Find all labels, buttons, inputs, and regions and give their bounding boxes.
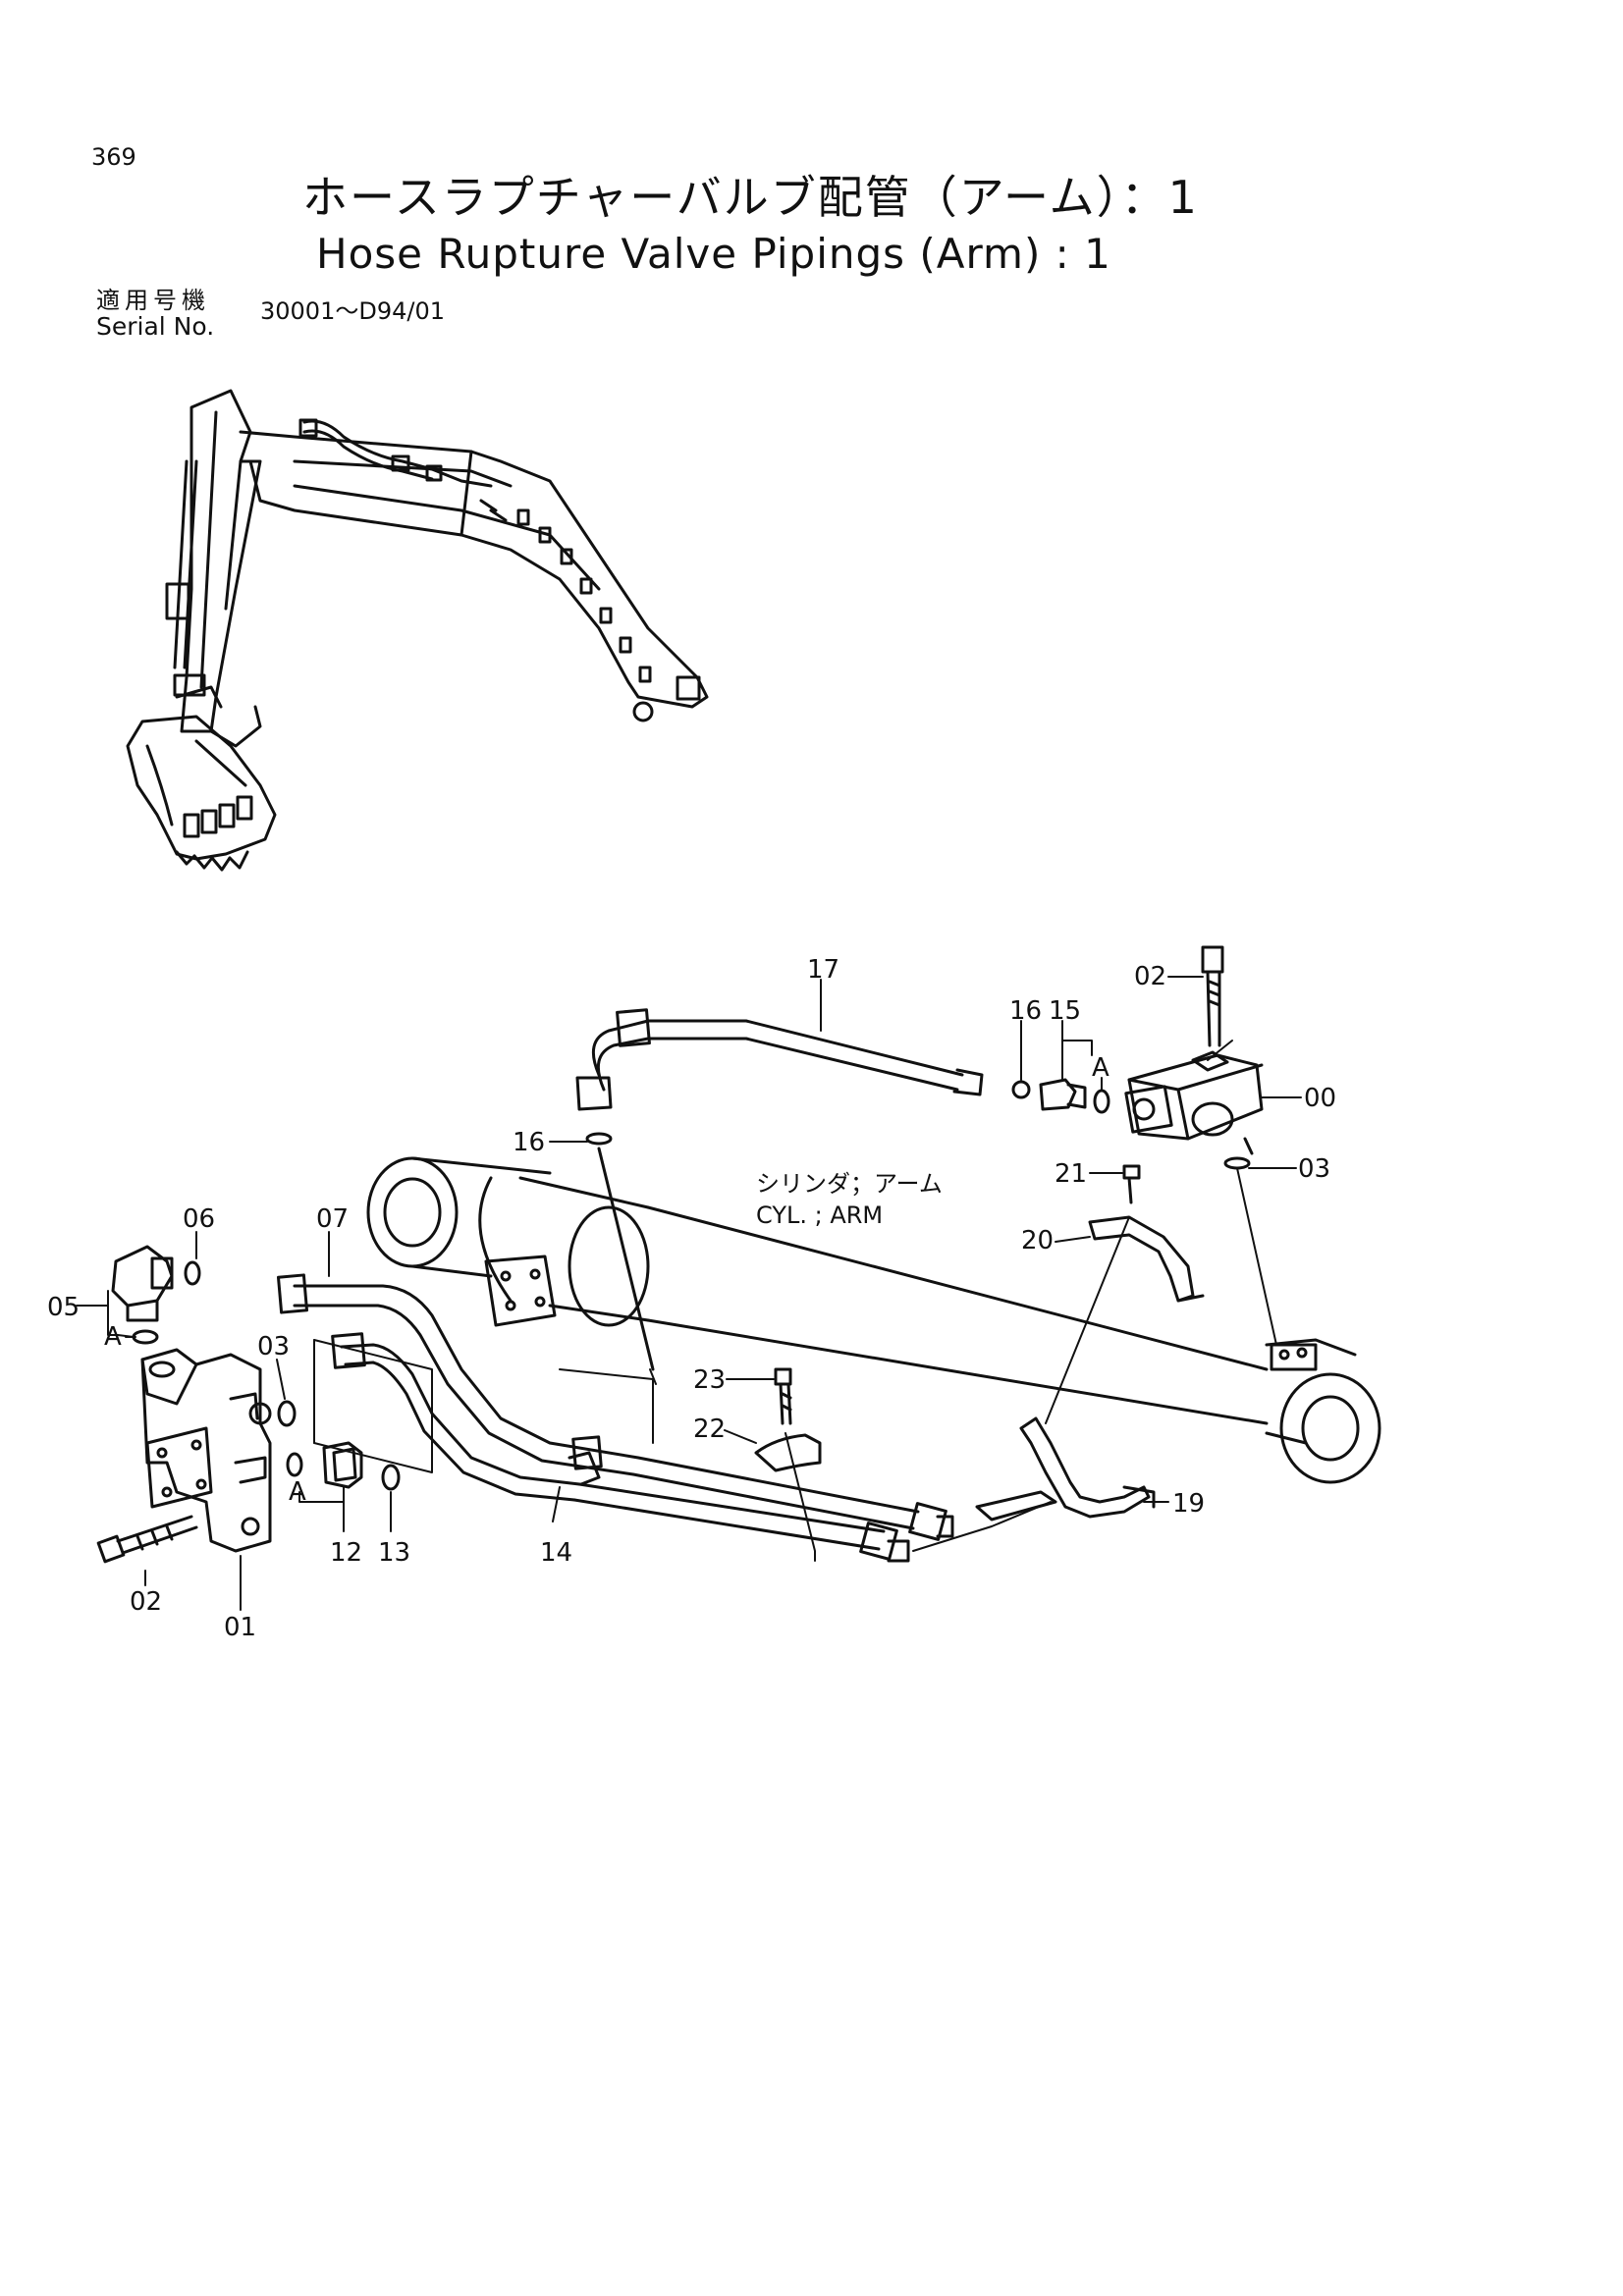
callout-00: 00 [1304,1084,1336,1113]
callout-a-left: A [104,1322,122,1352]
callout-13: 13 [378,1538,410,1568]
callout-20: 20 [1021,1226,1054,1255]
excavator-arm-overview [126,389,709,872]
cylinder-label-english: CYL. ; ARM [756,1201,883,1229]
fitting-15 [1039,1078,1110,1114]
callout-22: 22 [693,1415,726,1444]
pipe-14 [331,1332,910,1563]
callout-03-left: 03 [257,1332,290,1362]
serial-range: 30001～D94/01 [260,297,445,325]
pipe-17 [575,1008,1031,1111]
page-title-english: Hose Rupture Valve Pipings (Arm) : 1 [316,230,1111,278]
cylinder-label-japanese: シリンダ；アーム [756,1170,943,1198]
serial-label-japanese: 適用号機 [96,287,210,314]
callout-19: 19 [1172,1489,1205,1519]
callout-02-top: 02 [1134,962,1166,991]
serial-label-english: Serial No. [96,312,215,341]
plate-22 [754,1433,822,1472]
page-number: 369 [91,143,136,171]
page-title-japanese: ホースラプチャーバルブ配管（アーム）：1 [302,171,1199,224]
callout-16-top: 16 [1009,996,1042,1026]
callout-23: 23 [693,1365,726,1395]
callout-15: 15 [1049,996,1081,1026]
bolt-02-bottom [96,1515,198,1564]
clamp-20 [1088,1164,1205,1303]
callout-06: 06 [183,1204,215,1234]
callout-05: 05 [47,1293,80,1322]
callout-12: 12 [330,1538,362,1568]
valve-01 [140,1348,272,1553]
callout-a-top: A [1092,1053,1109,1083]
callout-03-right: 03 [1298,1154,1330,1184]
callout-16-mid: 16 [513,1128,545,1157]
clamp-19 [975,1416,1156,1522]
callout-02-bottom: 02 [130,1587,162,1617]
callout-01: 01 [224,1613,256,1642]
callout-07: 07 [316,1204,349,1234]
callout-a-bottom: A [289,1477,306,1507]
bolt-23 [774,1367,792,1425]
arm-cylinder [366,1156,1381,1484]
pipe-07 [276,1273,954,1541]
callout-labels: 17 16 15 A 02 00 03 16 21 20 19 23 22 14… [47,955,1336,1642]
valve-00 [1124,1050,1264,1141]
callout-21: 21 [1055,1159,1087,1189]
callout-14: 14 [540,1538,572,1568]
callout-17: 17 [807,955,839,985]
elbow-fitting-05 [111,1245,201,1345]
bolt-02-top [1201,945,1224,1047]
